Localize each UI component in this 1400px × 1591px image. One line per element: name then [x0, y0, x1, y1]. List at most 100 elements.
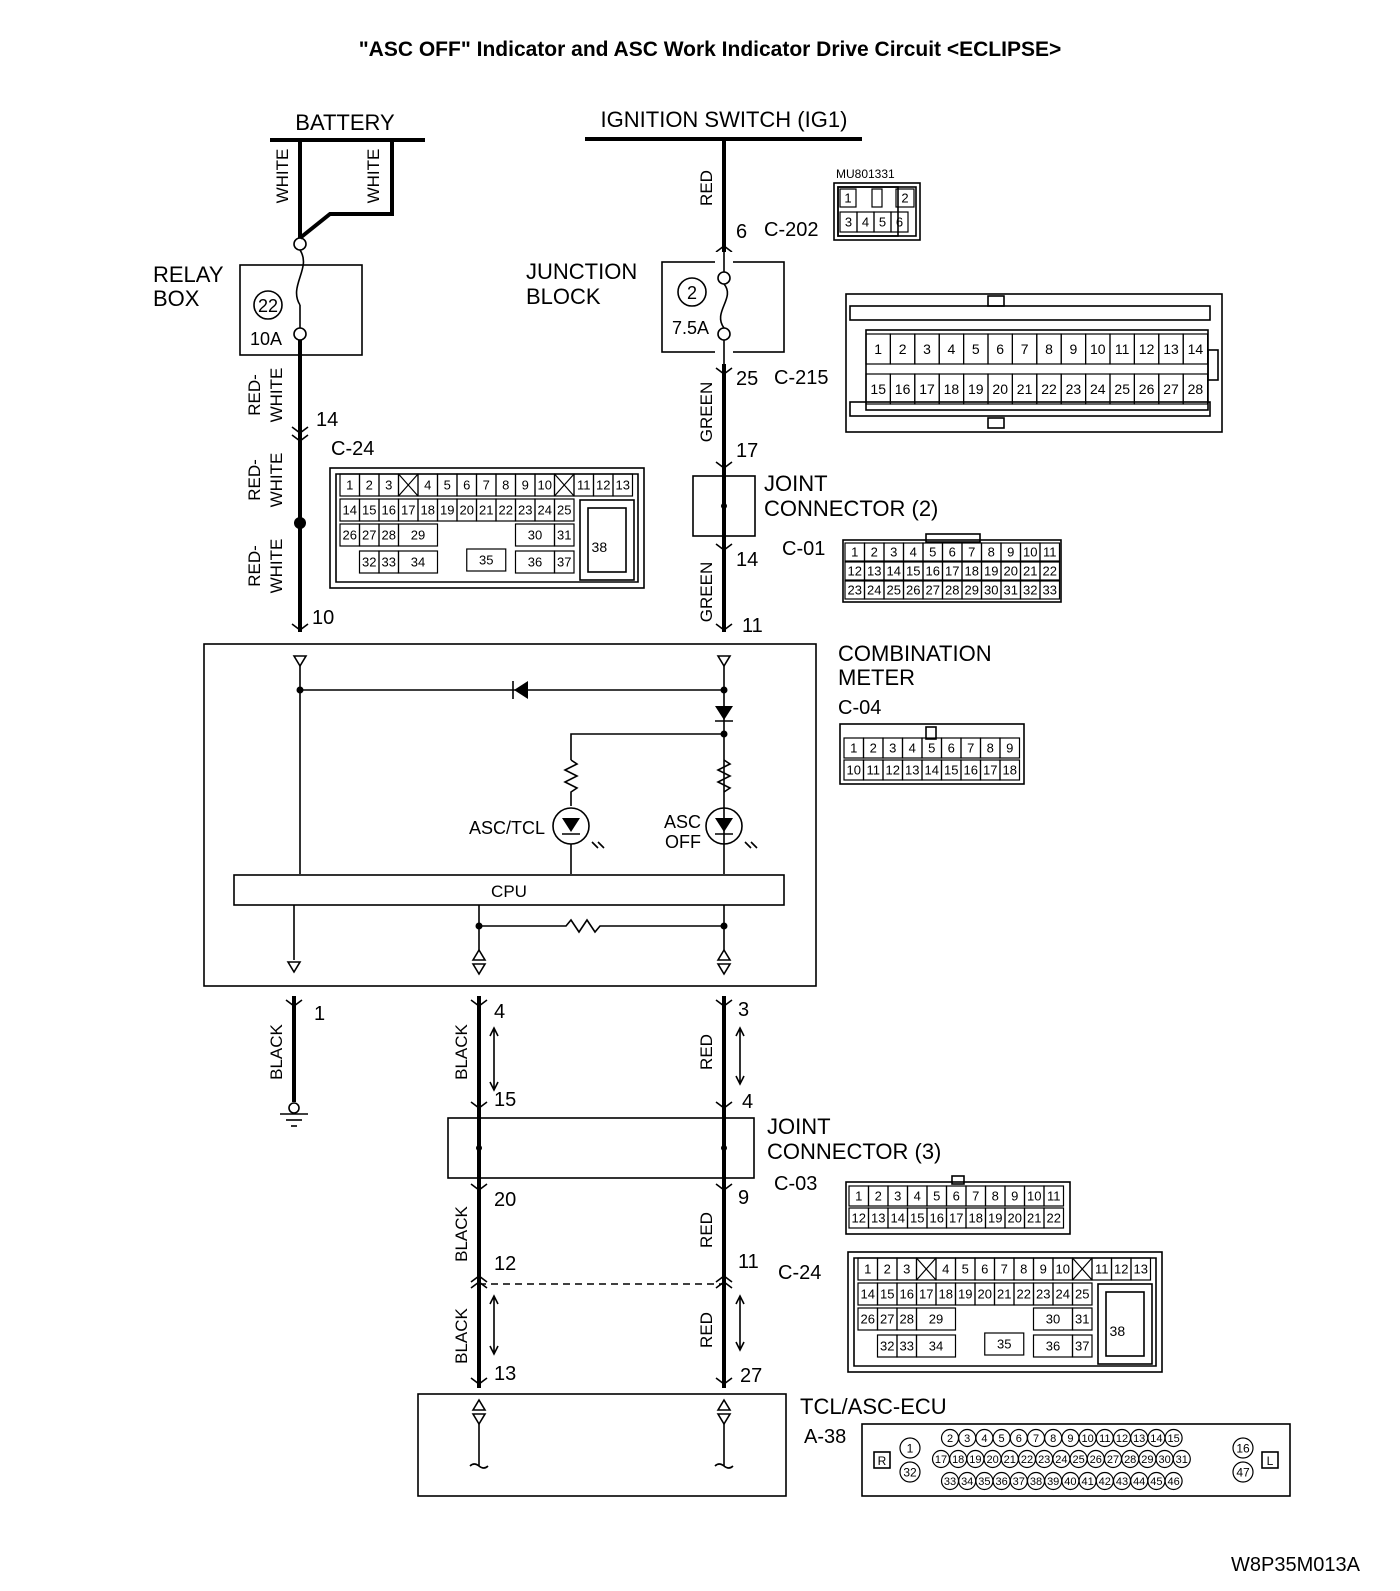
joint-connector-2-dot: [721, 503, 727, 509]
c01-pin-23: 23: [848, 583, 862, 598]
jc3-dot-b: [721, 1145, 727, 1151]
c24-bottom-pin-36: 36: [1046, 1339, 1060, 1354]
c03-pin-15: 15: [910, 1211, 924, 1226]
c03-pin-16: 16: [930, 1211, 944, 1226]
pin-15: 15: [494, 1089, 516, 1111]
figure-code: W8P35M013A: [1231, 1554, 1361, 1576]
c24-bottom-pin-2: 2: [884, 1262, 891, 1277]
c24-top-pin-33: 33: [382, 555, 396, 570]
pin-11a: 11: [742, 615, 763, 637]
c24-top-pin-30: 30: [528, 528, 542, 543]
pin-13-marker: [470, 1377, 488, 1385]
c215-pin-18: 18: [944, 381, 960, 397]
ground-symbol: [280, 1102, 308, 1127]
c24-top-pin-27: 27: [362, 528, 376, 543]
a38-pin-15: 15: [1167, 1433, 1179, 1445]
c215-pin-26: 26: [1139, 381, 1155, 397]
a38-pin-11: 11: [1099, 1433, 1110, 1445]
asc-tcl-label: ASC/TCL: [469, 818, 545, 838]
c24-bottom-pin-24: 24: [1056, 1287, 1070, 1302]
pin-4a-marker: [470, 999, 488, 1007]
c01-pin-29: 29: [965, 583, 979, 598]
joint-connector-3: [447, 1117, 755, 1179]
c24-bottom-pin-26: 26: [861, 1312, 875, 1327]
c01-pin-28: 28: [945, 583, 959, 598]
a38-pin-6: 6: [1016, 1433, 1022, 1445]
c01-pin-27: 27: [926, 583, 940, 598]
c215-pin-10: 10: [1090, 341, 1106, 357]
pin-10: 10: [312, 607, 334, 629]
c215-pin-4: 4: [948, 341, 956, 357]
c24-bottom-pin-10: 10: [1056, 1262, 1070, 1277]
a38-pin-13: 13: [1133, 1433, 1145, 1445]
pin-6: 6: [736, 221, 747, 243]
a38-pin-35: 35: [978, 1476, 990, 1488]
asc-off-label-2: OFF: [665, 832, 701, 852]
c24-bottom-pin-12: 12: [1114, 1262, 1128, 1277]
c03-pin-21: 21: [1027, 1211, 1041, 1226]
c24-bottom-pin-3: 3: [903, 1262, 910, 1277]
relay-box-label-1: RELAY: [153, 262, 224, 287]
c24-top-pin-38: 38: [592, 539, 608, 555]
c04-pin-2: 2: [870, 741, 877, 756]
a38-pin-28: 28: [1124, 1454, 1136, 1466]
c215-pin-6: 6: [996, 341, 1004, 357]
c04-pin-17: 17: [983, 763, 997, 778]
c215-connector: [845, 293, 1223, 433]
mu-pin-6: 6: [896, 215, 903, 230]
a38-pin-18: 18: [952, 1454, 964, 1466]
c24-top-pin-11: 11: [577, 478, 591, 493]
c215-pin-1: 1: [874, 341, 882, 357]
mu-pin-2: 2: [901, 191, 908, 206]
wire-color-rw-3a: RED-: [245, 545, 264, 587]
fuse-22-rating: 10A: [250, 329, 282, 349]
a38-pin-42: 42: [1099, 1476, 1111, 1488]
c215-pin-28: 28: [1188, 381, 1204, 397]
c04-pin-16: 16: [964, 763, 978, 778]
a38-r-mark: R: [878, 1454, 887, 1468]
c24-bottom-pin-20: 20: [978, 1287, 992, 1302]
c24-top-pin-3: 3: [385, 478, 392, 493]
a38-pin-26: 26: [1090, 1454, 1102, 1466]
a38-pin-20: 20: [986, 1454, 998, 1466]
wire-color-white-1: WHITE: [273, 149, 292, 204]
c24-top-pin-9: 9: [522, 478, 529, 493]
a38-label: A-38: [804, 1426, 846, 1448]
connector-c24-marker: [291, 426, 309, 442]
a38-pin-30: 30: [1158, 1454, 1170, 1466]
fuse-number-circle: [253, 290, 283, 320]
a38-pin-39: 39: [1047, 1476, 1059, 1488]
c03-pin-14: 14: [891, 1211, 905, 1226]
a38-pin-7: 7: [1033, 1433, 1039, 1445]
c01-pin-3: 3: [890, 545, 897, 560]
c03-pin-20: 20: [1008, 1211, 1022, 1226]
a38-pin-33: 33: [944, 1476, 956, 1488]
c03-pin-19: 19: [988, 1211, 1002, 1226]
a38-pin-24: 24: [1055, 1454, 1067, 1466]
c215-pin-9: 9: [1070, 341, 1078, 357]
fuse-22-number: 22: [258, 296, 278, 316]
c03-pin-10: 10: [1027, 1189, 1041, 1204]
c24-bottom-pin-33: 33: [900, 1339, 914, 1354]
pin-1-marker: [285, 999, 303, 1007]
a38-connector: [861, 1423, 1291, 1497]
c215-pin-19: 19: [968, 381, 984, 397]
mu-pin-1: 1: [844, 191, 851, 206]
c24-bottom-pin-4: 4: [942, 1262, 949, 1277]
c01-pin-31: 31: [1004, 583, 1018, 598]
c04-pin-13: 13: [905, 763, 919, 778]
a38-pin-41: 41: [1081, 1476, 1093, 1488]
pin-9-marker: [715, 1183, 733, 1191]
pin-10-marker: [291, 623, 309, 631]
cpu-label: CPU: [491, 882, 527, 901]
a38-pin-4: 4: [981, 1433, 987, 1445]
c24-top-label: C-24: [331, 438, 374, 460]
a38-pin-3: 3: [964, 1433, 970, 1445]
wire-color-red-2: RED: [697, 1212, 716, 1248]
c24-top-pin-15: 15: [362, 503, 376, 518]
c24-top-pin-17: 17: [401, 503, 415, 518]
